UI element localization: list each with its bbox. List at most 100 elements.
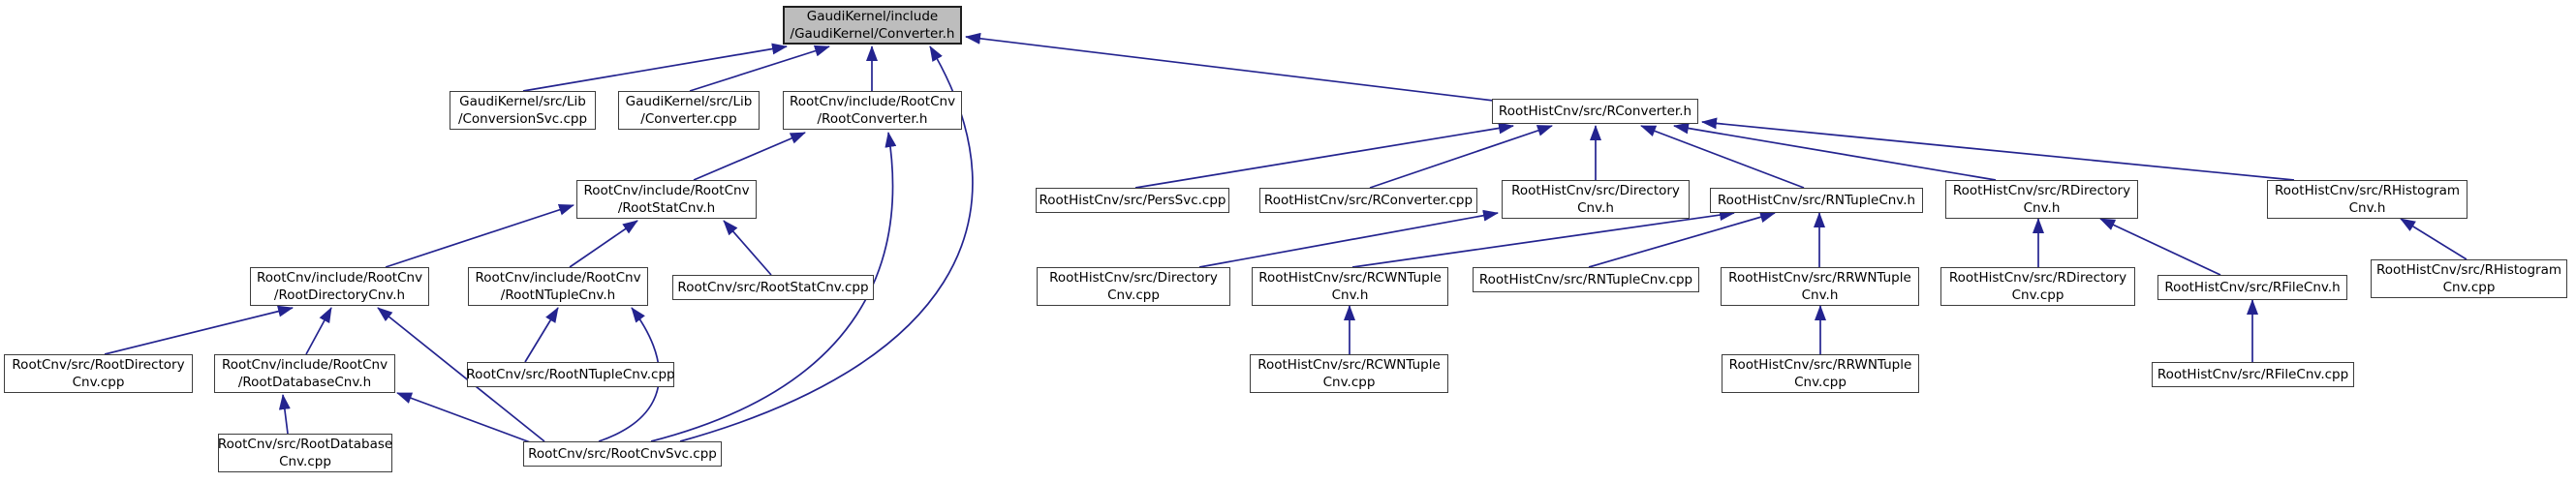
node-rootstatcnv-h[interactable]: RootCnv/include/RootCnv/RootStatCnv.h: [576, 180, 757, 219]
edge-rootstatcnv-cpp-to-rootstatcnv-h: [723, 220, 772, 276]
node-rootdirectorycnv-h[interactable]: RootCnv/include/RootCnv/RootDirectoryCnv…: [250, 267, 429, 306]
node-rootntuplecnv-cpp[interactable]: RootCnv/src/RootNTupleCnv.cpp: [466, 362, 675, 387]
node-label-line: Cnv.cpp: [279, 454, 331, 469]
node-label-line: Cnv.cpp: [1107, 287, 1160, 303]
node-label-line: RootHistCnv/src/RDirectory: [1948, 270, 2127, 286]
node-label-line: RootHistCnv/src/RConverter.h: [1498, 104, 1692, 119]
node-rntuplecnv-cpp[interactable]: RootHistCnv/src/RNTupleCnv.cpp: [1473, 267, 1699, 292]
node-label-line: Cnv.h: [1331, 287, 1369, 303]
node-label-line: Cnv.cpp: [2011, 287, 2064, 303]
node-perssvc-cpp[interactable]: RootHistCnv/src/PersSvc.cpp: [1036, 188, 1229, 213]
node-rconverter-h[interactable]: RootHistCnv/src/RConverter.h: [1492, 99, 1698, 124]
node-label-line: RootHistCnv/src/RHistogram: [2375, 262, 2561, 278]
node-label-line: RootHistCnv/src/RConverter.cpp: [1263, 193, 1474, 208]
node-label-line: /RootStatCnv.h: [617, 200, 716, 216]
node-label-line: GaudiKernel/src/Lib: [459, 94, 586, 109]
edge-rdirectorycnv-h-to-rconverter-h: [1673, 122, 1997, 181]
node-label-line: Cnv.h: [1577, 200, 1614, 216]
node-label-line: RootHistCnv/src/RCWNTuple: [1258, 270, 1442, 286]
node-label-line: RootCnv/src/RootDirectory: [12, 357, 185, 373]
node-label-line: RootHistCnv/src/RDirectory: [1952, 183, 2131, 198]
edge-rhistogramcnv-cpp-to-rhistogramcnv-h: [2400, 218, 2467, 260]
node-label-line: Cnv.cpp: [1322, 375, 1376, 390]
node-label-line: RootHistCnv/src/Directory: [1511, 183, 1680, 198]
edge-conversionsvc-cpp-to-converter-h: [522, 43, 788, 92]
node-label-line: RootCnv/src/RootDatabase: [217, 437, 393, 452]
node-label-line: /RootDirectoryCnv.h: [273, 287, 406, 303]
node-label-line: RootHistCnv/src/RRWNTuple: [1728, 357, 1912, 373]
node-label-line: Cnv.cpp: [72, 375, 125, 390]
node-rootstatcnv-cpp[interactable]: RootCnv/src/RootStatCnv.cpp: [672, 275, 874, 300]
node-converter-cpp[interactable]: GaudiKernel/src/Lib/Converter.cpp: [618, 91, 760, 130]
node-rfilecnv-h[interactable]: RootHistCnv/src/RFileCnv.h: [2157, 275, 2347, 300]
edge-rconverter-cpp-to-rconverter-h: [1369, 125, 1553, 189]
node-label-line: Cnv.cpp: [1794, 375, 1847, 390]
edge-rootdatabasecnv-cpp-to-rootdatabasecnv-h: [278, 394, 291, 435]
node-label-line: GaudiKernel/include: [806, 9, 939, 24]
node-label-line: RootCnv/include/RootCnv: [475, 270, 641, 286]
node-rootntuplecnv-h[interactable]: RootCnv/include/RootCnv/RootNTupleCnv.h: [468, 267, 648, 306]
edge-rootdirectorycnv-cpp-to-rootdirectorycnv-h: [104, 305, 294, 355]
node-rootdatabasecnv-h[interactable]: RootCnv/include/RootCnv/RootDatabaseCnv.…: [214, 354, 395, 393]
edge-rootcnvsvc-cpp-to-rootconverter-h: [650, 132, 897, 442]
node-label-line: /RootDatabaseCnv.h: [237, 375, 372, 390]
node-label-line: RootCnv/include/RootCnv: [221, 357, 388, 373]
edge-perssvc-cpp-to-rconverter-h: [1134, 122, 1514, 189]
edge-rootdirectorycnv-h-to-rootstatcnv-h: [385, 204, 574, 268]
edge-rcwntuplecnv-h-to-rntuplecnv-h: [1351, 209, 1735, 268]
node-label-line: /GaudiKernel/Converter.h: [790, 26, 955, 42]
node-label-line: /RootNTupleCnv.h: [500, 287, 616, 303]
edge-rootstatcnv-h-to-rootconverter-h: [693, 132, 806, 181]
node-rconverter-cpp[interactable]: RootHistCnv/src/RConverter.cpp: [1259, 188, 1477, 213]
node-label-line: RootCnv/include/RootCnv: [256, 270, 423, 286]
edge-rootcnvsvc-cpp-to-rootdatabasecnv-h: [396, 392, 534, 444]
node-label-line: RootHistCnv/src/RNTupleCnv.h: [1717, 193, 1916, 208]
edge-rntuplecnv-h-to-rconverter-h: [1640, 125, 1805, 189]
node-rfilecnv-cpp[interactable]: RootHistCnv/src/RFileCnv.cpp: [2152, 362, 2354, 387]
node-label-line: GaudiKernel/src/Lib: [625, 94, 753, 109]
node-label-line: RootCnv/include/RootCnv: [789, 94, 956, 109]
node-rootcnvsvc-cpp[interactable]: RootCnv/src/RootCnvSvc.cpp: [523, 441, 722, 467]
node-label-line: Cnv.h: [2023, 200, 2061, 216]
node-label-line: /ConversionSvc.cpp: [457, 111, 588, 127]
node-label-line: RootHistCnv/src/RRWNTuple: [1728, 270, 1911, 286]
node-label-line: RootHistCnv/src/RFileCnv.cpp: [2157, 367, 2349, 382]
edge-converter-cpp-to-converter-h: [689, 45, 830, 92]
edge-rhistogramcnv-h-to-rconverter-h: [1701, 117, 2295, 181]
node-converter-h: GaudiKernel/include/GaudiKernel/Converte…: [783, 6, 962, 45]
node-label-line: RootCnv/include/RootCnv: [583, 183, 750, 198]
edge-rootntuplecnv-cpp-to-rootntuplecnv-h: [524, 307, 559, 363]
edge-rootdatabasecnv-h-to-rootdirectorycnv-h: [305, 307, 332, 355]
node-rntuplecnv-h[interactable]: RootHistCnv/src/RNTupleCnv.h: [1710, 188, 1923, 213]
node-label-line: RootHistCnv/src/RFileCnv.h: [2164, 280, 2341, 295]
node-label-line: RootHistCnv/src/RNTupleCnv.cpp: [1478, 272, 1693, 287]
node-label-line: Cnv.h: [2348, 200, 2386, 216]
edge-rootcnvsvc-cpp-to-rootdirectorycnv-h: [377, 307, 545, 442]
node-label-line: /RootConverter.h: [817, 111, 928, 127]
node-label-line: Cnv.h: [1801, 287, 1839, 303]
node-conversionsvc-cpp[interactable]: GaudiKernel/src/Lib/ConversionSvc.cpp: [450, 91, 596, 130]
edge-rootntuplecnv-h-to-rootstatcnv-h: [569, 220, 638, 268]
node-label-line: RootHistCnv/src/RHistogram: [2274, 183, 2460, 198]
node-label-line: RootHistCnv/src/PersSvc.cpp: [1039, 193, 1226, 208]
edge-rconverter-h-to-converter-h: [965, 32, 1495, 102]
node-label-line: RootCnv/src/RootCnvSvc.cpp: [528, 446, 717, 462]
node-label-line: RootHistCnv/src/RCWNTuple: [1257, 357, 1441, 373]
edge-rntuplecnv-cpp-to-rntuplecnv-h: [1588, 211, 1776, 268]
node-rootconverter-h[interactable]: RootCnv/include/RootCnv/RootConverter.h: [783, 91, 962, 130]
node-label-line: RootCnv/src/RootStatCnv.cpp: [677, 280, 869, 295]
